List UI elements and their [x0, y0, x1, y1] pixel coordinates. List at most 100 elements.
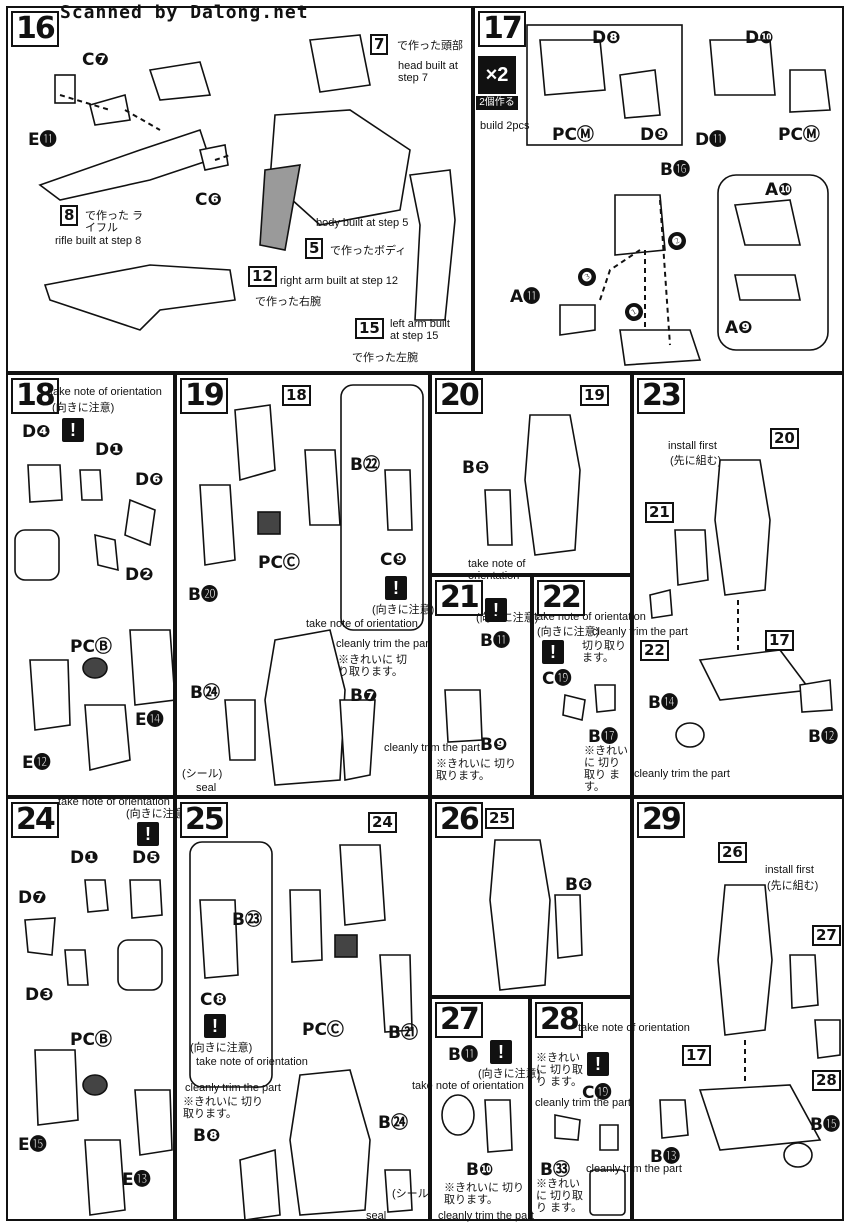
part-c7-shape: [89, 93, 131, 126]
orientation-note-en: take note of orientation: [534, 611, 646, 623]
part-label-b6: B❻: [565, 875, 593, 895]
orientation-note-en: take note of orientation: [306, 618, 418, 630]
ref-box-22: 22: [640, 640, 669, 661]
part-label-a10: A❿: [765, 180, 793, 200]
body-en-label: body built at step 5: [316, 217, 409, 229]
part-label-e11: E⓫: [28, 130, 57, 150]
upper-leg-shape: [234, 404, 276, 482]
part-21-shape: [674, 529, 709, 586]
part-label-e15: E⓯: [18, 1135, 47, 1155]
left-arm-shape: [409, 169, 456, 321]
part-label-d9: D❾: [640, 125, 669, 145]
part-e15-shape: [34, 1049, 79, 1126]
trim-note-jp: ※きれいに 切り取ります。: [444, 1182, 525, 1206]
part-d6-shape: [124, 498, 156, 547]
rarm-en-label: right arm built at step 12: [280, 275, 399, 287]
part-label-b17: B⓱: [588, 727, 618, 747]
ref-box-24: 24: [368, 812, 397, 833]
part-b7-shape: [339, 699, 376, 781]
part-label-pcb: PCⒷ: [70, 1030, 112, 1050]
larm-en-label: left arm built at step 15: [390, 318, 450, 342]
step-number: 22: [537, 580, 585, 616]
ref-box-19: 19: [580, 385, 609, 406]
build-twice-jp: 2個作る: [476, 96, 518, 110]
ref-box-28: 28: [812, 1070, 841, 1091]
part-c19-28-shape: [554, 1114, 581, 1141]
part-label-a11: A⓫: [510, 287, 541, 307]
orientation-note-en: take note of orientation: [58, 796, 170, 808]
part-d1-shape: [79, 469, 103, 501]
part-label-c19: C⓳: [582, 1083, 612, 1103]
part-b21-shape: [379, 954, 413, 1033]
step-27-panel: 27: [430, 997, 530, 1221]
part-b22-shape: [384, 469, 413, 531]
step-number: 26: [435, 802, 483, 838]
part-b20-shape: [199, 484, 236, 566]
orientation-note-en: take note of orientation: [196, 1056, 308, 1068]
part-label-d1: D❶: [95, 440, 124, 460]
arm-assembly-shape: [84, 704, 131, 772]
part-e13-shape: [134, 1089, 173, 1156]
build-twice-badge: ×2: [478, 56, 516, 94]
ref-box-25: 25: [485, 808, 514, 829]
part-d1b-shape: [84, 879, 109, 913]
step-number: 21: [435, 580, 483, 616]
rifle-built-shape: [43, 264, 236, 331]
part-b24-shape: [224, 699, 256, 761]
ref-box-17: 17: [682, 1045, 711, 1066]
ref-box-5: 5: [305, 238, 324, 259]
part-label-d1: D❶: [70, 848, 99, 868]
sub-frame-a: [526, 24, 683, 146]
part-label-d3: D❸: [25, 985, 54, 1005]
part-label-d2: D❷: [125, 565, 154, 585]
warning-icon: !: [385, 576, 407, 600]
ref-box-7: 7: [370, 34, 389, 55]
part-label-c19: C⓳: [542, 669, 572, 689]
seal-en: seal: [196, 782, 217, 794]
part-label-b7: B❼: [350, 686, 378, 706]
part-label-pcb: PCⒷ: [70, 637, 112, 657]
leg-29-shape: [717, 884, 773, 1036]
install-first-en: install first: [668, 440, 717, 452]
part-label-b11: B⓫: [448, 1045, 478, 1065]
part-d4-shape: [27, 464, 63, 503]
part-b6-shape: [554, 894, 583, 959]
head-jp-label: で作った頭部: [397, 40, 463, 52]
part-b13-shape: [659, 1099, 689, 1139]
part-label-d8: D❽: [592, 28, 621, 48]
part-label-pcc: PCⒸ: [302, 1020, 344, 1040]
part-label-a9: A❾: [725, 318, 753, 338]
part-d3-shape: [64, 949, 89, 986]
ref-box-21: 21: [645, 502, 674, 523]
ref-box-26: 26: [718, 842, 747, 863]
part-d5-shape: [129, 879, 163, 919]
step-number: 16: [11, 11, 59, 47]
part-d11-shape: [709, 39, 776, 96]
step-24-panel: 24: [6, 797, 175, 1221]
part-d10-shape: [789, 69, 831, 113]
body-jp-label: で作ったボディ: [330, 245, 407, 257]
part-label-b10: B❿: [466, 1160, 494, 1180]
seal-jp: (シール): [392, 1188, 433, 1200]
leg-23-shape: [714, 459, 771, 596]
part-label-d11: D⓫: [695, 130, 727, 150]
orientation-note-jp: (向きに注意): [190, 1042, 253, 1054]
orientation-note-en: take note of orientation: [412, 1080, 524, 1092]
step-20-panel: 20: [430, 373, 632, 575]
part-b5-shape: [484, 489, 513, 546]
part-label-c8: C❽: [200, 990, 227, 1010]
step-29-panel: 29: [632, 797, 844, 1221]
part-label-d5: D❺: [132, 848, 161, 868]
trim-note-jp-2: ※きれいに 切り取り ます。: [536, 1178, 584, 1214]
ref-box-17: 17: [765, 630, 794, 651]
trim-note-en: cleanly trim the part: [336, 638, 432, 650]
part-label-pcm1: PCⓂ: [552, 125, 594, 145]
trim-note-en: cleanly trim the part: [185, 1082, 281, 1094]
rarm-jp-label: で作った右腕: [255, 296, 321, 308]
part-label-b21: B㉑: [388, 1023, 418, 1043]
part-b33-shape: [599, 1124, 619, 1151]
part-label-b12: B⓬: [808, 727, 838, 747]
step-16-panel: 16: [6, 6, 473, 373]
part-label-c9: C❾: [380, 550, 407, 570]
